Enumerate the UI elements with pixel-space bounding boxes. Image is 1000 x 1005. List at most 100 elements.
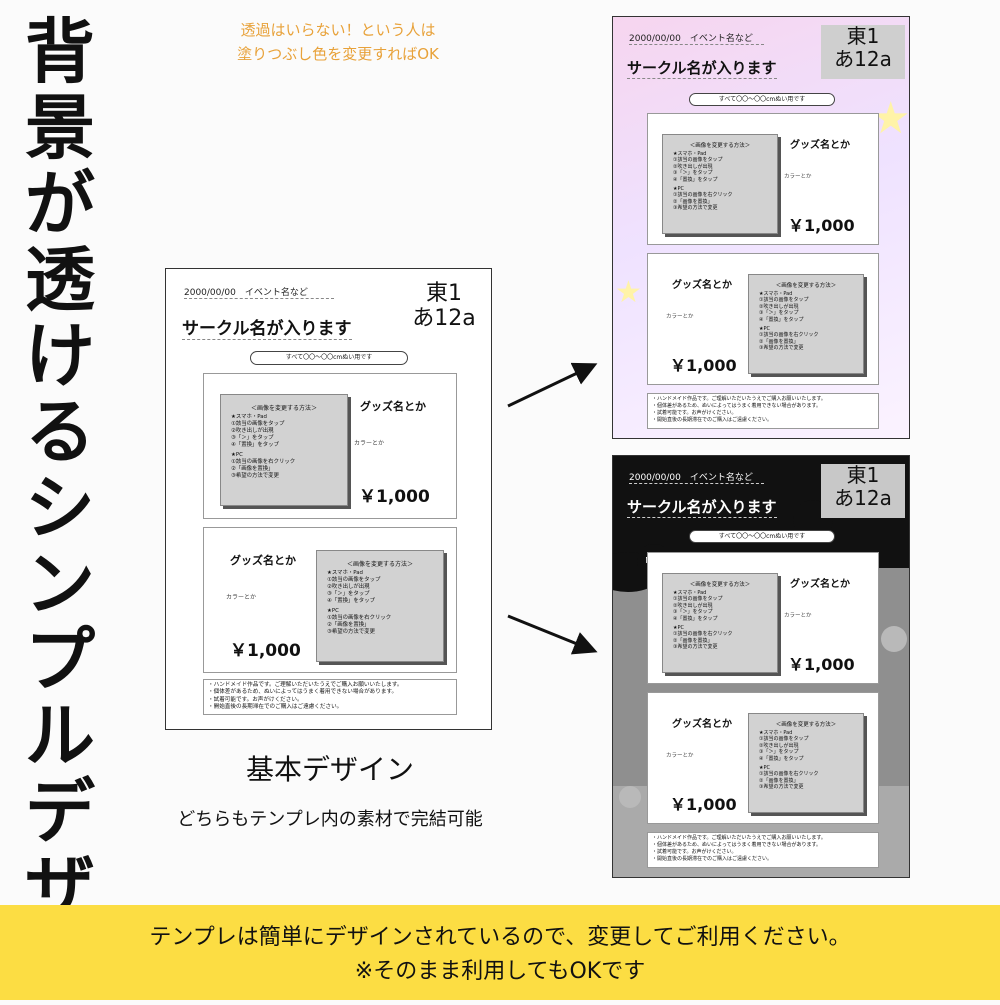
price: ￥1,000 (788, 655, 855, 674)
note-line: ・個体差があるため、ぬいによってはうまく着用できない場合があります。 (652, 403, 822, 409)
title-char: プ (25, 619, 95, 701)
note-line: ・ハンドメイド作品です。ご理解いただいたうえでご購入お願いいたします。 (652, 835, 826, 841)
howto-item: ②吹き出しが出現 (673, 163, 713, 170)
goods-image[interactable]: ＜画像を変更する方法＞ ★スマホ・Pad ①該当の画像をタップ ②吹き出しが出現… (220, 394, 348, 506)
howto-list: ★スマホ・Pad ①該当の画像をタップ ②吹き出しが出現 ③「＞」をタップ ④「… (663, 151, 777, 212)
howto-item: ①該当の画像を右クリック (673, 192, 733, 199)
bubble (619, 786, 641, 808)
title-char: が (25, 163, 95, 245)
howto-item: ②「画像を置換」 (759, 338, 799, 345)
title-char: け (25, 315, 95, 397)
howto-item: ②「画像を置換」 (673, 637, 713, 644)
howto-item: ③「＞」をタップ (327, 591, 370, 597)
arrows (507, 362, 598, 655)
circle-name: サークル名が入ります (627, 498, 777, 518)
size-pill: すべて〇〇〜〇〇cmぬい用です (689, 93, 835, 106)
howto-list: ★スマホ・Pad ①該当の画像をタップ ②吹き出しが出現 ③「＞」をタップ ④「… (663, 590, 777, 651)
bottom-banner: テンプレは簡単にデザインされているので、変更してご利用ください。 ※そのまま利用… (0, 905, 1000, 1000)
flyer-dark: 2000/00/00 イベント名など サークル名が入ります 東1 あ12a すべ… (612, 455, 910, 878)
goods-image[interactable]: ＜画像を変更する方法＞ ★スマホ・Pad ①該当の画像をタップ ②吹き出しが出現… (316, 550, 444, 662)
howto-item: ②吹き出しが出現 (231, 428, 274, 434)
note-line: ・試着可能です。お声がけください。 (208, 696, 303, 703)
price: ￥1,000 (230, 641, 301, 661)
howto-item: ★PC (231, 452, 243, 458)
caption-main: 基本デザイン (245, 753, 414, 786)
top-note: 透過はいらない！という人は 塗りつぶし色を変更すればOK (178, 18, 498, 66)
howto-item: ④「置換」をタップ (673, 176, 718, 183)
date-event: 2000/00/00 イベント名など (629, 31, 764, 45)
color-label: カラーとか (666, 314, 694, 320)
notes-box: ・ハンドメイド作品です。ご理解いただいたうえでご購入お願いいたします。 ・個体差… (203, 679, 457, 715)
howto-item: ②吹き出しが出現 (759, 742, 799, 749)
goods-name: グッズ名とか (790, 579, 850, 590)
howto-item: ④「置換」をタップ (327, 598, 375, 604)
howto-list: ★スマホ・Pad ①該当の画像をタップ ②吹き出しが出現 ③「＞」をタップ ④「… (317, 570, 443, 636)
bubble (881, 626, 907, 652)
top-note-line: 塗りつぶし色を変更すればOK (237, 45, 439, 63)
howto-item: ①該当の画像を右クリック (759, 771, 819, 778)
circle-name: サークル名が入ります (627, 59, 777, 79)
price: ￥1,000 (359, 487, 430, 507)
title-char: ル (25, 695, 95, 777)
booth-line: あ12a (834, 486, 892, 510)
howto-item: ★PC (673, 625, 684, 632)
color-label: カラーとか (784, 174, 812, 180)
howto-item: ①該当の画像を右クリック (327, 615, 392, 621)
howto-item: ③「＞」をタップ (673, 170, 713, 177)
note-line: ・試着可能です。お声がけください。 (652, 410, 737, 416)
howto-item: ①該当の画像をタップ (759, 736, 809, 743)
booth-line: あ12a (834, 47, 892, 71)
howto-item: ①該当の画像をタップ (759, 297, 809, 304)
goods-image[interactable]: ＜画像を変更する方法＞ ★スマホ・Pad ①該当の画像をタップ ②吹き出しが出現… (662, 134, 778, 234)
color-label: カラーとか (784, 613, 812, 619)
booth-line: あ12a (412, 306, 476, 332)
title-char: 背 (25, 11, 95, 93)
howto-item: ★スマホ・Pad (673, 151, 707, 157)
howto-item: ②吹き出しが出現 (759, 303, 799, 310)
howto-item: ★PC (327, 608, 339, 614)
howto-list: ★スマホ・Pad ①該当の画像をタップ ②吹き出しが出現 ③「＞」をタップ ④「… (749, 291, 863, 352)
howto-item: ★スマホ・Pad (231, 414, 267, 420)
goods-name: グッズ名とか (672, 280, 732, 291)
goods-image[interactable]: ＜画像を変更する方法＞ ★スマホ・Pad ①該当の画像をタップ ②吹き出しが出現… (662, 573, 778, 673)
color-label: カラーとか (226, 594, 257, 601)
howto-item: ★スマホ・Pad (327, 570, 363, 576)
date-event: 2000/00/00 イベント名など (184, 285, 334, 299)
howto-item: ③希望の方法で変更 (759, 345, 804, 352)
goods-name: グッズ名とか (360, 400, 426, 413)
goods-card: ＜画像を変更する方法＞ ★スマホ・Pad ①該当の画像をタップ ②吹き出しが出現… (647, 552, 879, 684)
howto-item: ①該当の画像を右クリック (759, 332, 819, 339)
note-line: ・ハンドメイド作品です。ご理解いただいたうえでご購入お願いいたします。 (652, 396, 826, 402)
goods-name: グッズ名とか (790, 140, 850, 151)
howto-item: ③「＞」をタップ (231, 435, 274, 441)
howto-item: ③希望の方法で変更 (231, 473, 279, 479)
color-label: カラーとか (666, 753, 694, 759)
size-pill: すべて〇〇〜〇〇cmぬい用です (689, 530, 835, 543)
booth-number: 東1 あ12a (404, 281, 484, 332)
howto-title: ＜画像を変更する方法＞ (250, 405, 317, 412)
note-line: ・個体差があるため、ぬいによってはうまく着用できない場合があります。 (208, 689, 398, 696)
goods-image[interactable]: ＜画像を変更する方法＞ ★スマホ・Pad ①該当の画像をタップ ②吹き出しが出現… (748, 713, 864, 813)
howto-item: ①該当の画像を右クリック (673, 631, 733, 638)
howto-title: ＜画像を変更する方法＞ (689, 143, 751, 149)
howto-item: ②「画像を置換」 (759, 777, 799, 784)
howto-title: ＜画像を変更する方法＞ (775, 283, 837, 289)
howto-item: ★PC (759, 765, 770, 772)
howto-item: ①該当の画像を右クリック (231, 459, 296, 465)
title-char: ン (25, 543, 95, 625)
howto-item: ★スマホ・Pad (759, 291, 793, 297)
price: ￥1,000 (788, 216, 855, 235)
howto-item: ③希望の方法で変更 (673, 644, 718, 651)
price: ￥1,000 (670, 795, 737, 814)
goods-name: グッズ名とか (230, 554, 296, 567)
howto-item: ④「置換」をタップ (759, 316, 804, 323)
star-icon: ★ (615, 275, 642, 310)
title-char: デ (25, 771, 95, 853)
howto-title: ＜画像を変更する方法＞ (775, 722, 837, 728)
howto-item: ★スマホ・Pad (673, 590, 707, 596)
howto-item: ④「置換」をタップ (673, 615, 718, 622)
goods-image[interactable]: ＜画像を変更する方法＞ ★スマホ・Pad ①該当の画像をタップ ②吹き出しが出現… (748, 274, 864, 374)
note-line: ・個体差があるため、ぬいによってはうまく着用できない場合があります。 (652, 842, 822, 848)
goods-card: グッズ名とか カラーとか ￥1,000 ＜画像を変更する方法＞ ★スマホ・Pad… (647, 692, 879, 824)
howto-item: ①該当の画像をタップ (673, 157, 723, 164)
